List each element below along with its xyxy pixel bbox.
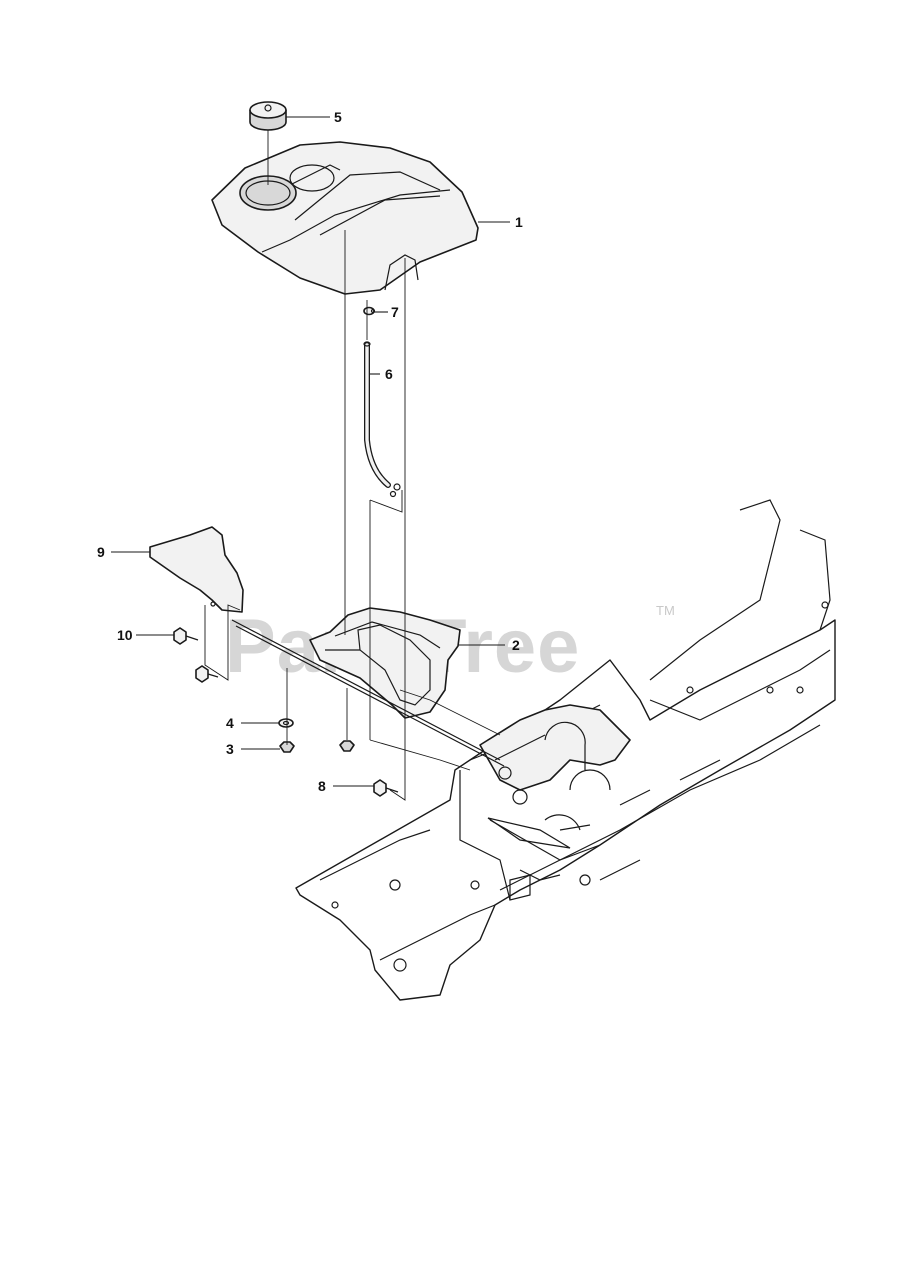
fuel-cap [249,101,287,131]
leader-lines [111,116,510,787]
callout-1: 1 [515,214,523,230]
nut-center [339,740,355,752]
fuel-hose [363,341,391,488]
callout-3: 3 [226,741,234,757]
nut-left [279,741,295,753]
callout-7: 7 [391,304,399,320]
callouts: 5 1 7 6 9 10 2 4 3 8 [97,109,523,794]
bolt-part-10-upper [173,627,199,645]
assembly-lines [204,130,501,801]
fuel-tank [211,141,479,295]
callout-9: 9 [97,544,105,560]
hose-clamp-upper [363,306,376,316]
hose-clamp-lower [389,483,401,498]
watermark-trademark: TM [656,603,675,618]
callout-8: 8 [318,778,326,794]
support-bracket [479,704,631,805]
side-shield [149,526,244,613]
callout-2: 2 [512,637,520,653]
callout-10: 10 [117,627,133,643]
callout-4: 4 [226,715,234,731]
washer [278,718,294,728]
bolt-part-8 [373,779,399,797]
callout-5: 5 [334,109,342,125]
seat-pan [309,607,461,719]
bolt-part-10-lower [195,665,219,683]
callout-6: 6 [385,366,393,382]
tractor-frame [295,499,836,1001]
